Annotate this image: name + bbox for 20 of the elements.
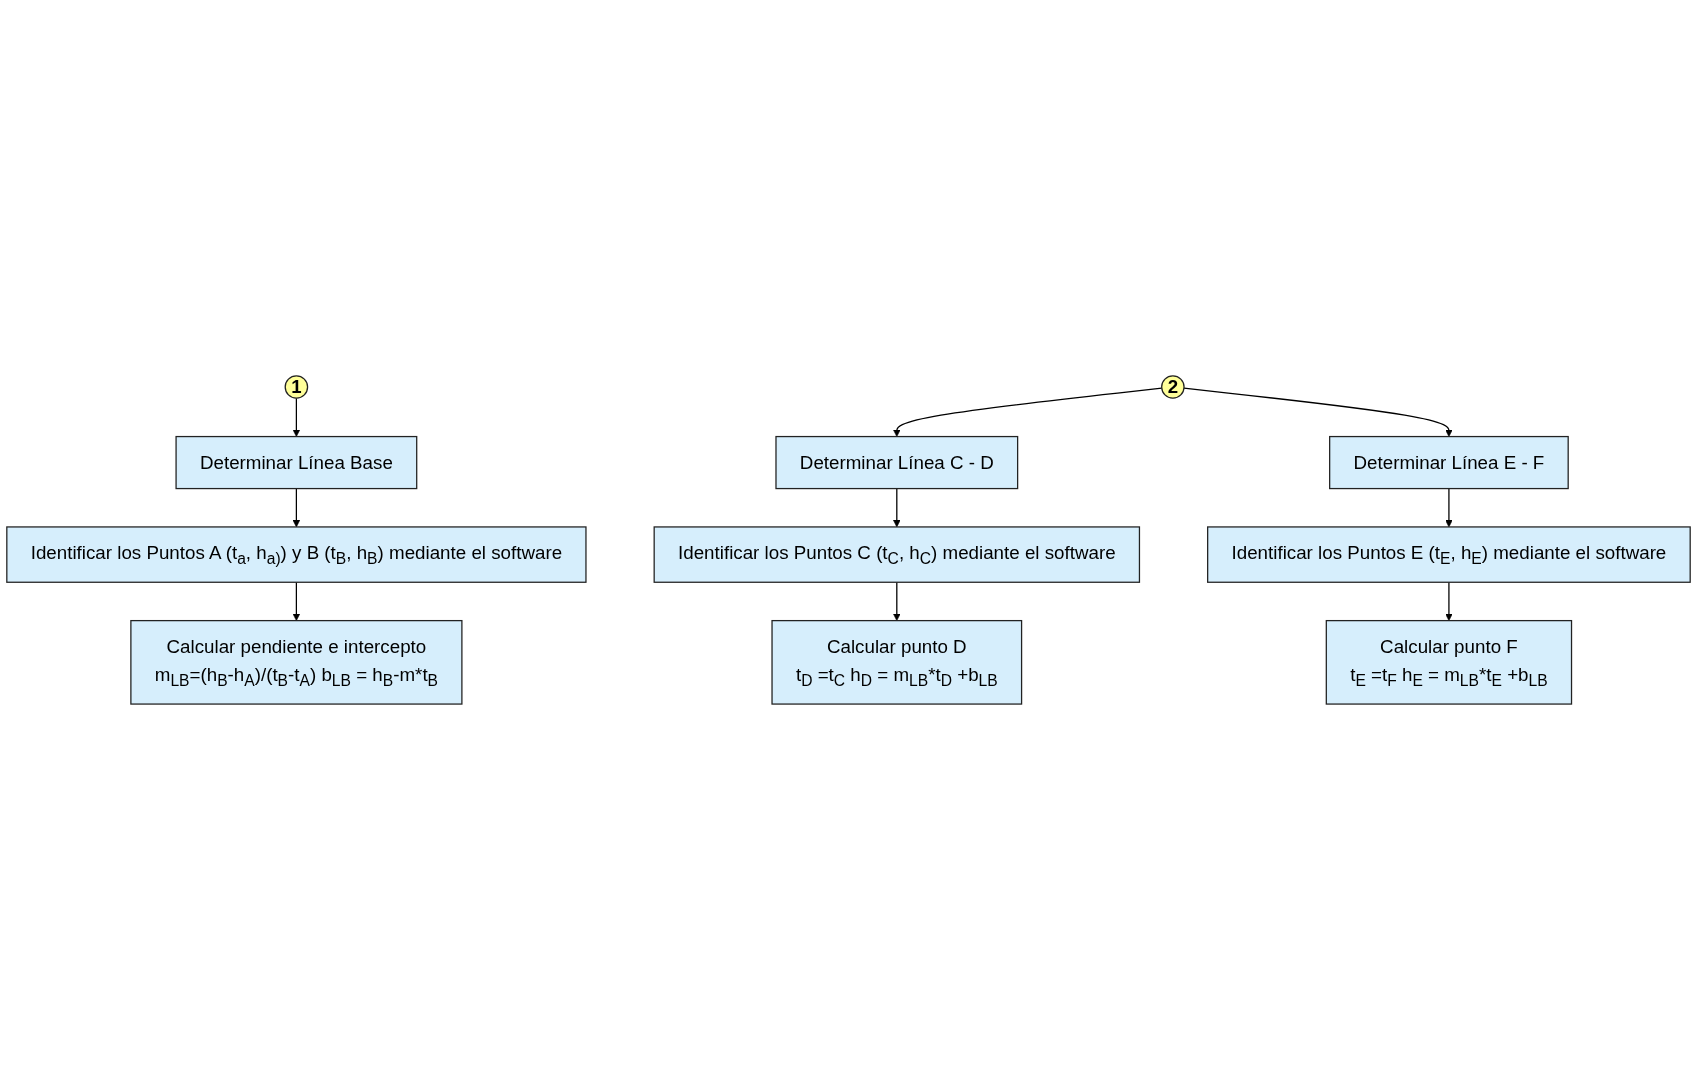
- arrow: [893, 487, 901, 528]
- node-box: Calcular punto D t$_{D}$ =t$_{C}$ h$_{D}$ = m$_{LB}$*t$_{D}$ +b$_{LB}$: [771, 620, 1023, 705]
- node-circle: 1: [284, 375, 309, 399]
- node-circle: 2: [1161, 375, 1185, 399]
- node-box: Calcular pendiente e intercepto m$_{LB}$=(h$_{B}$-h$_{A}$)/(t$_{B}$-t$_{A}$) b$_{LB}$ = h$_{B}$-m*t$_{B}$: [130, 620, 463, 705]
- arrow: [1183, 387, 1453, 437]
- arrow: [893, 387, 1163, 437]
- arrow: [292, 397, 301, 437]
- arrow: [1445, 487, 1453, 528]
- node-box: Identificar los Puntos A (t$_{a}$, h$_{a)}$) y B (t$_{B}$, h$_{B}$) mediante el software: [6, 526, 587, 583]
- node-box: Determinar Línea Base: [175, 435, 418, 490]
- arrow: [893, 581, 901, 621]
- node-box: Determinar Línea C - D: [775, 435, 1019, 490]
- arrow: [292, 581, 301, 621]
- node-box: Determinar Línea E - F: [1329, 435, 1569, 490]
- node-box: Identificar los Puntos C (t$_{C}$, h$_{C}$) mediante el software: [653, 526, 1141, 583]
- node-box: Identificar los Puntos E (t$_{E}$, h$_{E}$) mediante el software: [1207, 526, 1691, 583]
- arrow: [1445, 581, 1453, 621]
- arrow: [292, 487, 301, 528]
- node-box: Calcular punto F t$_{E}$ =t$_{F}$ h$_{E}$ = m$_{LB}$*t$_{E}$ +b$_{LB}$: [1325, 620, 1573, 705]
